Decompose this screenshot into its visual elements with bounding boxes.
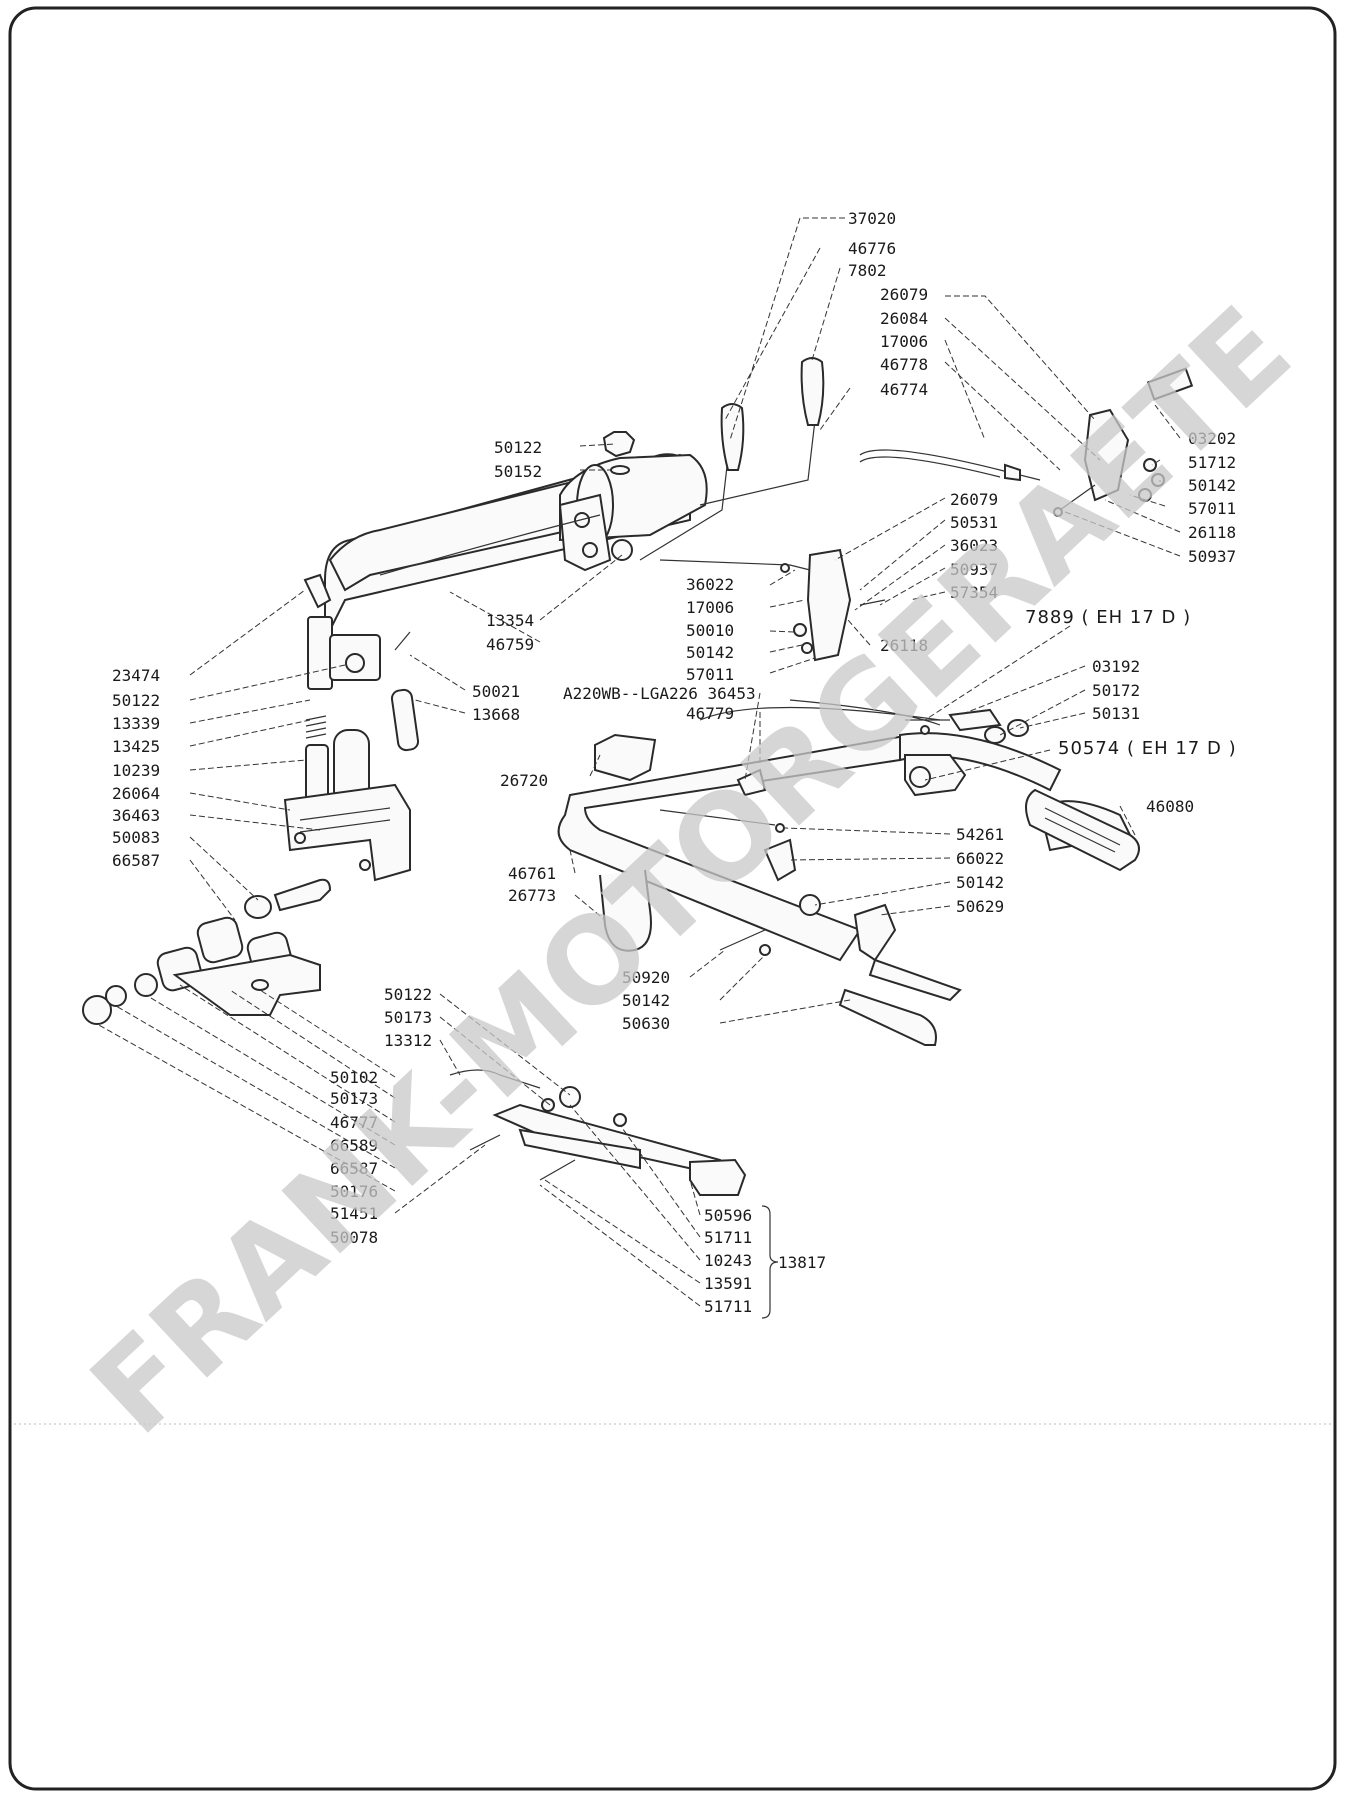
label-50010: 50010 <box>686 621 734 640</box>
label-7802: 7802 <box>848 261 887 280</box>
label-03202: 03202 <box>1188 429 1236 448</box>
label-46761: 46761 <box>508 864 556 883</box>
label-66587: 66587 <box>112 851 160 870</box>
label-50021: 50021 <box>472 682 520 701</box>
label-50937-b: 50937 <box>950 560 998 579</box>
label-51711: 51711 <box>704 1228 752 1247</box>
label-50142-d: 50142 <box>622 991 670 1010</box>
label-36463: 36463 <box>112 806 160 825</box>
label-50630: 50630 <box>622 1014 670 1033</box>
label-66022: 66022 <box>956 849 1004 868</box>
label-26084: 26084 <box>880 309 928 328</box>
label-51711-b: 51711 <box>704 1297 752 1316</box>
label-13425: 13425 <box>112 737 160 756</box>
label-26079-b: 26079 <box>950 490 998 509</box>
throttle-assembly <box>659 367 1194 662</box>
label-36023: 36023 <box>950 536 998 555</box>
handlebar-frame <box>557 699 1140 1046</box>
label-13591: 13591 <box>704 1274 752 1293</box>
leader-lines <box>96 217 1181 1319</box>
label-10243: 10243 <box>704 1251 752 1270</box>
label-23474: 23474 <box>112 666 160 685</box>
label-50173: 50173 <box>384 1008 432 1027</box>
label-13668: 13668 <box>472 705 520 724</box>
pad-50596[interactable] <box>689 1158 747 1196</box>
label-13312: 13312 <box>384 1031 432 1050</box>
label-26720: 26720 <box>500 771 548 790</box>
label-50142-b: 50142 <box>686 643 734 662</box>
label-50102: 50102 <box>330 1068 378 1087</box>
label-50122-c: 50122 <box>384 985 432 1004</box>
label-50142: 50142 <box>1188 476 1236 495</box>
lever-knob-right[interactable] <box>800 357 825 426</box>
label-13339: 13339 <box>112 714 160 733</box>
label-57011: 57011 <box>1188 499 1236 518</box>
label-46777: 46777 <box>330 1113 378 1132</box>
label-10239: 10239 <box>112 761 160 780</box>
label-50937: 50937 <box>1188 547 1236 566</box>
label-03192: 03192 <box>1092 657 1140 676</box>
label-46778: 46778 <box>880 355 928 374</box>
label-7889: 7889 ( EH 17 D ) <box>1025 607 1191 628</box>
label-50176: 50176 <box>330 1182 378 1201</box>
label-50152: 50152 <box>494 462 542 481</box>
part-labels: 37020 46776 7802 26079 26084 17006 46778… <box>112 209 1237 1316</box>
label-46774: 46774 <box>880 380 928 399</box>
label-46759: 46759 <box>486 635 534 654</box>
label-50629: 50629 <box>956 897 1004 916</box>
label-50172: 50172 <box>1092 681 1140 700</box>
label-54261: 54261 <box>956 825 1004 844</box>
label-50920: 50920 <box>622 968 670 987</box>
lever-knob-left[interactable] <box>720 403 745 471</box>
label-50122: 50122 <box>494 438 542 457</box>
label-50078: 50078 <box>330 1228 378 1247</box>
label-17006-b: 17006 <box>686 598 734 617</box>
label-57011-b: 57011 <box>686 665 734 684</box>
label-26773: 26773 <box>508 886 556 905</box>
label-26118: 26118 <box>1188 523 1236 542</box>
label-46080: 46080 <box>1146 797 1194 816</box>
label-66587-b: 66587 <box>330 1159 378 1178</box>
label-50574: 50574 ( EH 17 D ) <box>1058 738 1237 759</box>
page-frame <box>8 6 1337 1791</box>
label-13817: 13817 <box>778 1253 826 1272</box>
lower-hinge-assembly <box>82 878 332 1025</box>
label-26064: 26064 <box>112 784 160 803</box>
label-50122-b: 50122 <box>112 691 160 710</box>
lower-lever-assembly <box>449 1069 747 1196</box>
label-50142-c: 50142 <box>956 873 1004 892</box>
label-57354: 57354 <box>950 583 998 602</box>
label-26079: 26079 <box>880 285 928 304</box>
cable-46759 <box>379 514 601 576</box>
label-37020: 37020 <box>848 209 896 228</box>
label-51712: 51712 <box>1188 453 1236 472</box>
label-26118-b: 26118 <box>880 636 928 655</box>
label-17006: 17006 <box>880 332 928 351</box>
label-46776: 46776 <box>848 239 896 258</box>
label-36022: 36022 <box>686 575 734 594</box>
label-50083: 50083 <box>112 828 160 847</box>
label-50596: 50596 <box>704 1206 752 1225</box>
label-50173-b: 50173 <box>330 1089 378 1108</box>
label-66589: 66589 <box>330 1136 378 1155</box>
label-50131: 50131 <box>1092 704 1140 723</box>
label-46779: 46779 <box>686 704 734 723</box>
shift-handle-assembly <box>283 357 825 882</box>
label-51451: 51451 <box>330 1204 378 1223</box>
label-13354: 13354 <box>486 611 534 630</box>
label-50531: 50531 <box>950 513 998 532</box>
label-a220wb-lga226-36453: A220WB--LGA226 36453 <box>563 684 756 703</box>
